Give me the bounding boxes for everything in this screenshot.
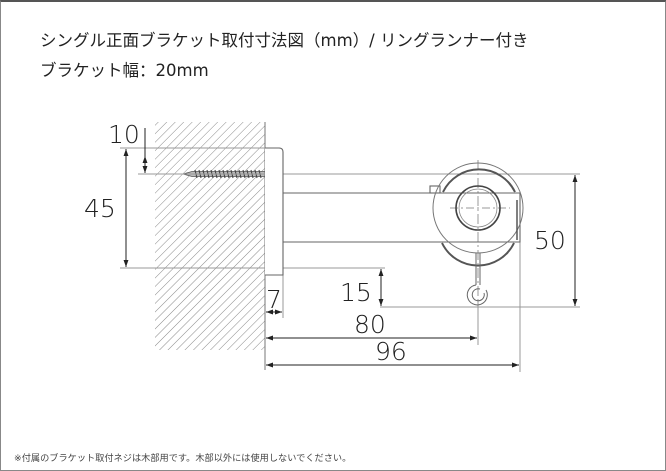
dim-label-7: 7 (266, 285, 282, 314)
dim-label-45: 45 (84, 194, 116, 223)
wall-hatched (155, 122, 266, 370)
dim-label-15: 15 (340, 278, 372, 307)
bracket-body (265, 147, 521, 276)
bracket-width-label: ブラケット幅：20mm (40, 61, 209, 80)
footnote-screw-warning: ※付属のブラケット取付ネジは木部用です。木部以外には使用しないでください。 (14, 453, 352, 464)
dim-label-50: 50 (534, 226, 566, 255)
hook-eyelet-icon (466, 253, 488, 306)
diagram-title: シングル正面ブラケット取付寸法図（mm）/ リングランナー付き (40, 31, 529, 50)
dimension-lines (123, 128, 578, 368)
dim-label-10: 10 (108, 120, 140, 149)
dim-label-80: 80 (354, 310, 386, 339)
dim-label-96: 96 (375, 337, 407, 366)
extension-lines (120, 147, 580, 372)
ring-runner (432, 162, 524, 267)
